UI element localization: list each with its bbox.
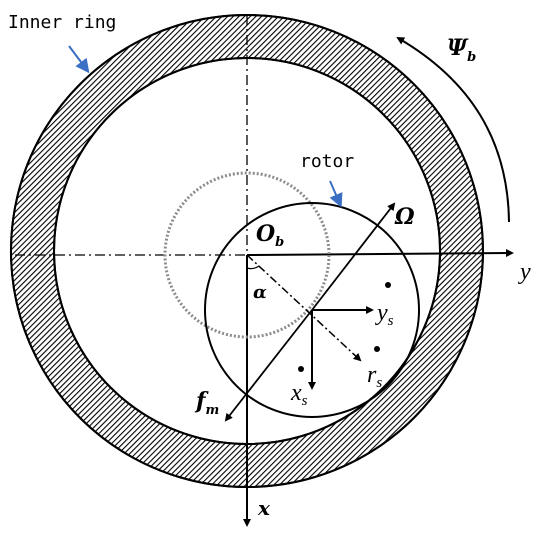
ys-label: ys (375, 300, 394, 329)
rs-label: rs (367, 362, 382, 391)
psi-rotation-arrow (396, 36, 510, 223)
inner-ring-label: Inner ring (8, 12, 116, 33)
inner-ring-annotation-arrow (68, 45, 90, 74)
x-axis-label: x (257, 496, 271, 520)
alpha-label: α (253, 282, 267, 303)
rotor-circle (204, 202, 420, 418)
rotor-label: rotor (300, 151, 354, 172)
omega-line-upper (311, 202, 396, 311)
alpha-arc (246, 265, 260, 270)
eccentricity-line (246, 254, 362, 362)
psi-label: Ψb (447, 35, 476, 65)
dotted-reference-circle (163, 171, 331, 339)
omega-label: Ω (394, 204, 415, 230)
y-axis-line (246, 249, 514, 258)
point-dot (374, 346, 380, 352)
xs-label: xs (290, 380, 308, 409)
force-label: fm (194, 388, 219, 418)
rotor-annotation-arrow (329, 180, 343, 208)
force-line-lower (224, 309, 313, 422)
y-axis-label: y (518, 259, 531, 285)
point-dot (385, 282, 391, 288)
center-label: Ob (256, 221, 284, 250)
point-dot (298, 366, 304, 372)
